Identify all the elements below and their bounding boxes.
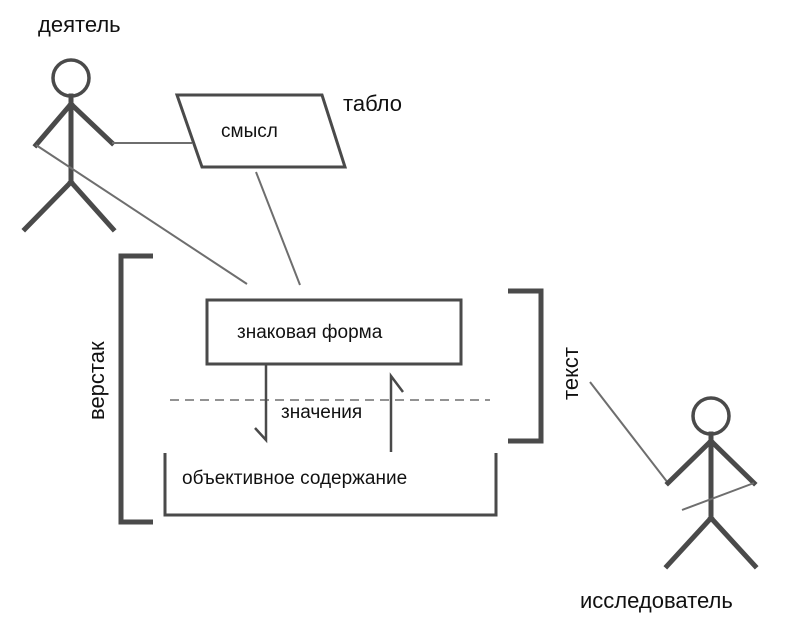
- researcher-head: [691, 396, 731, 436]
- workbench-label: верстак: [84, 341, 109, 420]
- connector-lines: [35, 142, 669, 484]
- researcher-leg-left: [663, 514, 715, 570]
- actor-label: деятель: [38, 12, 121, 37]
- actor-arm-left: [32, 100, 75, 149]
- researcher-pointer-stick: [681, 482, 755, 511]
- actor-figure: [21, 58, 117, 233]
- objective-content-bracket: [163, 453, 498, 517]
- researcher-label: исследователь: [580, 588, 733, 613]
- up-arrow: [389, 372, 404, 452]
- board-parallelogram: [174, 93, 348, 169]
- down-arrow: [254, 364, 268, 444]
- researcher-leg-right: [707, 514, 759, 570]
- actor-arm-right: [67, 100, 116, 147]
- actor-leg-left: [21, 178, 75, 233]
- meaning-to-sign-form-line: [255, 171, 301, 286]
- researcher-arm-left: [664, 437, 715, 487]
- actor-leg-right: [67, 178, 117, 233]
- objective-content-label: объективное содержание: [182, 468, 407, 489]
- researcher-figure: [663, 396, 759, 570]
- board-label: табло: [343, 91, 402, 116]
- researcher-pointer-line: [589, 381, 669, 484]
- researcher-arm-right: [707, 437, 758, 487]
- meanings-label: значения: [281, 402, 362, 423]
- sign-form-label: знаковая форма: [237, 322, 383, 343]
- actor-head: [51, 58, 91, 98]
- text-bracket: [508, 288, 544, 444]
- sign-form-box: [205, 298, 463, 366]
- actor-to-sign-form-line: [35, 144, 248, 285]
- workbench-bracket: [118, 253, 153, 525]
- meaning-arrows: [254, 364, 404, 452]
- meaning-label: смысл: [221, 121, 278, 142]
- text-label: текст: [558, 347, 583, 400]
